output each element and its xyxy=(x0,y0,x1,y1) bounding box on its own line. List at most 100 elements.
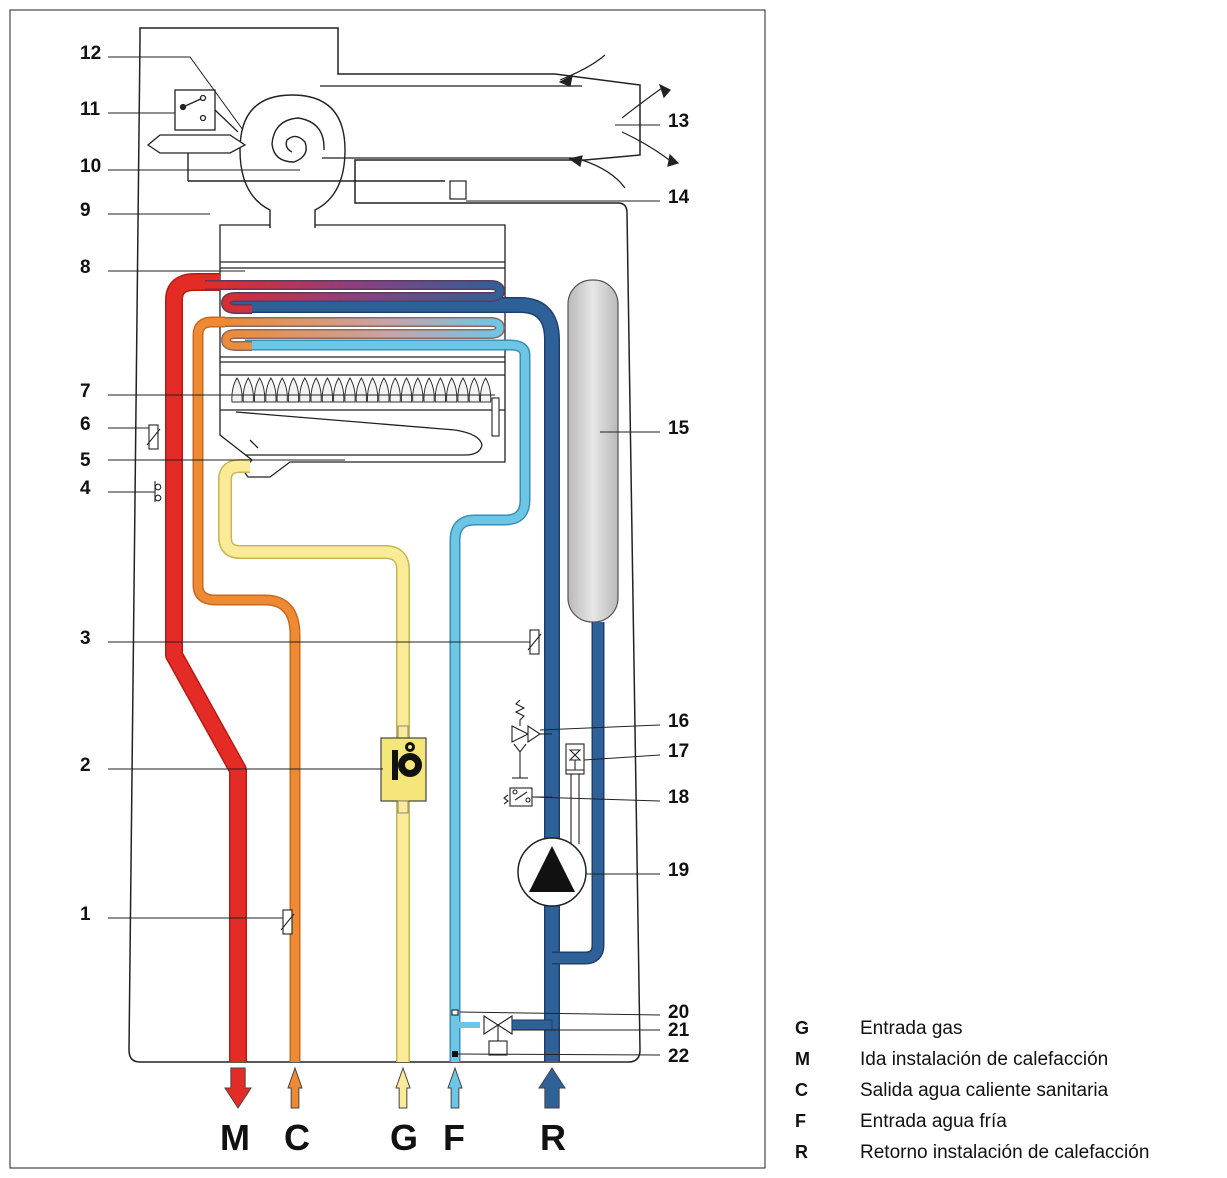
gas-valve xyxy=(380,725,427,814)
burner xyxy=(231,377,492,403)
flue-sensor xyxy=(449,180,467,200)
callout-8: 8 xyxy=(80,257,91,278)
callout-18: 18 xyxy=(668,787,689,808)
flame xyxy=(457,377,469,403)
leader-line-12 xyxy=(108,56,244,131)
expansion-vessel xyxy=(567,279,619,623)
legend-code: M xyxy=(795,1049,810,1069)
cold-water-pipe-outline xyxy=(245,339,531,1062)
flame xyxy=(253,377,266,403)
safety-thermostat xyxy=(154,481,162,502)
vessel-connection-pipe xyxy=(552,622,603,963)
connection-arrow-r xyxy=(538,1067,566,1109)
safety-valve xyxy=(511,699,552,779)
ionisation-electrode xyxy=(491,397,500,437)
connection-arrow-g xyxy=(395,1066,411,1109)
connection-arrow-c xyxy=(287,1066,303,1109)
legend-text: Entrada agua fría xyxy=(860,1111,1007,1132)
flame xyxy=(276,377,288,403)
callout-9: 9 xyxy=(80,200,91,221)
air-pressure-switch xyxy=(146,89,247,154)
circulation-pump xyxy=(517,837,587,907)
flame xyxy=(434,377,447,403)
callout-7: 7 xyxy=(80,381,91,402)
flame xyxy=(310,377,322,403)
dhw-coil xyxy=(222,318,504,350)
legend-text: Entrada gas xyxy=(860,1018,962,1039)
primary-coil xyxy=(205,281,504,313)
connection-arrow-m xyxy=(224,1067,252,1109)
callout-15: 15 xyxy=(668,418,690,439)
temperature-sensor-dhw xyxy=(280,909,295,935)
flame xyxy=(344,377,356,403)
callout-16: 16 xyxy=(668,711,689,732)
callout-1: 1 xyxy=(80,904,91,925)
flame xyxy=(231,377,243,403)
callout-14: 14 xyxy=(668,187,690,208)
callout-5: 5 xyxy=(80,450,91,471)
leader-line-20 xyxy=(459,1011,661,1016)
callout-21: 21 xyxy=(668,1020,690,1041)
drain-valve xyxy=(565,743,585,844)
fan xyxy=(187,94,445,228)
legend-code: F xyxy=(795,1111,806,1131)
cold-water-pipe xyxy=(245,341,529,1062)
flame xyxy=(468,377,480,403)
callout-17: 17 xyxy=(668,741,689,762)
flame xyxy=(242,377,254,403)
legend-code: G xyxy=(795,1018,809,1038)
flame xyxy=(321,377,334,403)
callout-20: 20 xyxy=(668,1002,689,1023)
hot-water-pipe xyxy=(194,318,299,1062)
leader-line-22 xyxy=(457,1053,661,1056)
callout-13: 13 xyxy=(668,111,689,132)
legend-text: Retorno instalación de calefacción xyxy=(860,1142,1149,1163)
callout-6: 6 xyxy=(80,414,91,435)
connection-label-r: R xyxy=(540,1117,566,1158)
flame xyxy=(378,377,390,403)
heating-flow-pipe xyxy=(166,274,246,1062)
temperature-sensor-flow xyxy=(146,424,161,450)
legend-code: R xyxy=(795,1142,808,1162)
flame xyxy=(446,377,458,403)
connection-label-g: G xyxy=(390,1117,418,1158)
leader-line-16 xyxy=(539,724,661,731)
flame xyxy=(265,377,277,403)
flame xyxy=(479,377,492,403)
callout-4: 4 xyxy=(80,478,91,499)
callout-3: 3 xyxy=(80,628,91,649)
flame xyxy=(400,377,413,403)
callout-19: 19 xyxy=(668,860,689,881)
heating-return-pipe xyxy=(230,298,559,1062)
legend-code: C xyxy=(795,1080,808,1100)
connection-label-m: M xyxy=(220,1117,250,1158)
callout-11: 11 xyxy=(80,99,101,120)
filling-valve xyxy=(451,1009,553,1057)
heating-return-pipe-outline xyxy=(230,297,560,1062)
flame xyxy=(389,377,401,403)
boiler-casing xyxy=(128,27,641,1063)
outer-frame xyxy=(9,9,766,1169)
flame xyxy=(287,377,300,403)
leader-line-18 xyxy=(531,796,661,802)
flame xyxy=(333,377,345,403)
connection-arrow-f xyxy=(447,1066,463,1109)
flame xyxy=(299,377,311,403)
callout-12: 12 xyxy=(80,43,101,64)
legend-text: Ida instalación de calefacción xyxy=(860,1049,1108,1070)
connection-label-f: F xyxy=(443,1117,465,1158)
flame xyxy=(355,377,367,403)
flame xyxy=(423,377,435,403)
flame xyxy=(412,377,424,403)
leader-line-17 xyxy=(583,754,661,761)
callout-10: 10 xyxy=(80,156,101,177)
leader-lines xyxy=(108,56,661,1056)
connection-label-c: C xyxy=(284,1117,310,1158)
flame xyxy=(366,377,379,403)
legend-text: Salida agua caliente sanitaria xyxy=(860,1080,1109,1101)
flue-duct xyxy=(320,54,680,189)
